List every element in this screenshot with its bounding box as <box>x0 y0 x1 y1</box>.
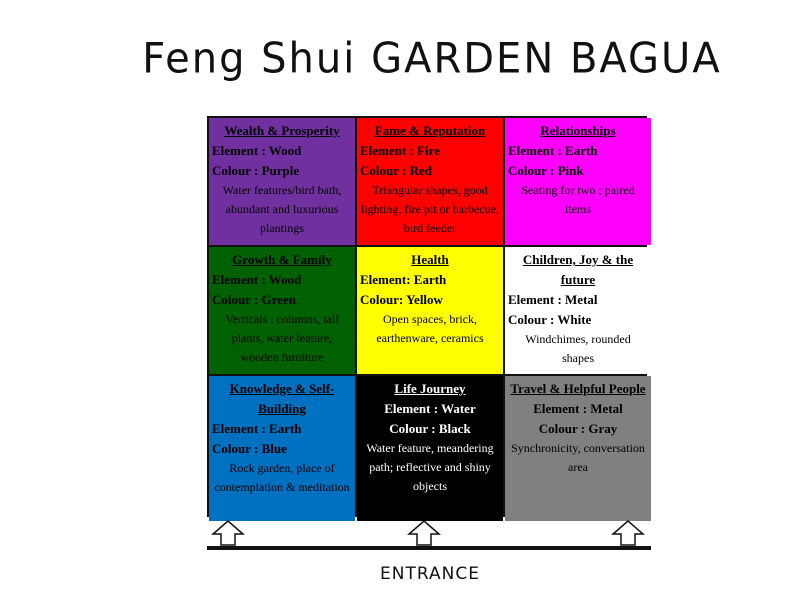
cell-colour: Colour : Pink <box>508 163 584 178</box>
bagua-cell-growth: Growth & Family Element : Wood Colour : … <box>209 247 355 374</box>
bagua-cell-children: Children, Joy & the future Element : Met… <box>505 247 651 374</box>
cell-colour: Colour : Red <box>360 163 432 178</box>
cell-element: Element : Earth <box>212 421 302 436</box>
cell-colour: Colour : Blue <box>212 441 287 456</box>
cell-heading: Relationships <box>540 123 616 138</box>
up-arrow-icon <box>611 520 645 546</box>
cell-colour: Colour : White <box>508 312 592 327</box>
bagua-cell-wealth: Wealth & Prosperity Element : Wood Colou… <box>209 118 355 245</box>
cell-description: Water features/bird bath, abundant and l… <box>222 183 342 235</box>
cell-heading: Growth & Family <box>232 252 332 267</box>
cell-element: Element : Wood <box>212 143 302 158</box>
cell-colour: Colour : Black <box>389 421 471 436</box>
diagram-title: Feng Shui GARDEN BAGUA <box>142 34 722 84</box>
cell-element: Element : Fire <box>360 143 440 158</box>
entrance-label: ENTRANCE <box>380 564 480 584</box>
bagua-cell-health: Health Element: Earth Colour: Yellow Ope… <box>357 247 503 374</box>
cell-colour: Colour: Yellow <box>360 292 443 307</box>
cell-description: Seating for two ; paired items <box>521 183 635 216</box>
cell-description: Verticals : columns, tall plants, water … <box>225 312 339 364</box>
cell-colour: Colour : Purple <box>212 163 300 178</box>
up-arrow-icon <box>407 520 441 546</box>
cell-description: Triangular shapes, good lighting, fire p… <box>361 183 499 235</box>
bagua-cell-life-journey: Life Journey Element : Water Colour : Bl… <box>357 376 503 521</box>
cell-description: Open spaces, brick, earthenware, ceramic… <box>376 312 484 345</box>
bagua-cell-fame: Fame & Reputation Element : Fire Colour … <box>357 118 503 245</box>
cell-heading: Life Journey <box>394 381 466 396</box>
cell-element: Element : Earth <box>508 143 598 158</box>
cell-element: Element: Earth <box>360 272 447 287</box>
bagua-cell-relationships: Relationships Element : Earth Colour : P… <box>505 118 651 245</box>
cell-description: Water feature, meandering path; reflecti… <box>366 441 494 493</box>
cell-heading: Fame & Reputation <box>374 123 486 138</box>
bagua-cell-travel: Travel & Helpful People Element : Metal … <box>505 376 651 521</box>
cell-colour: Colour : Gray <box>538 421 618 436</box>
cell-element: Element : Water <box>384 401 476 416</box>
cell-element: Element : Wood <box>212 272 302 287</box>
cell-description: Rock garden, place of contemplation & me… <box>214 461 350 494</box>
cell-description: Windchimes, rounded shapes <box>525 332 631 365</box>
cell-element: Element : Metal <box>508 292 598 307</box>
cell-heading: Knowledge & Self-Building <box>229 381 335 416</box>
cell-heading: Wealth & Prosperity <box>224 123 340 138</box>
bagua-cell-knowledge: Knowledge & Self-Building Element : Eart… <box>209 376 355 521</box>
cell-element: Element : Metal <box>533 401 623 416</box>
entrance-line <box>207 546 651 550</box>
cell-heading: Travel & Helpful People <box>510 381 646 396</box>
cell-colour: Colour : Green <box>212 292 297 307</box>
entrance-arrows <box>207 520 647 546</box>
cell-description: Synchronicity, conversation area <box>511 441 645 474</box>
bagua-grid: Wealth & Prosperity Element : Wood Colou… <box>207 116 651 521</box>
cell-heading: Health <box>411 252 449 267</box>
up-arrow-icon <box>211 520 245 546</box>
cell-heading: Children, Joy & the future <box>522 252 634 287</box>
